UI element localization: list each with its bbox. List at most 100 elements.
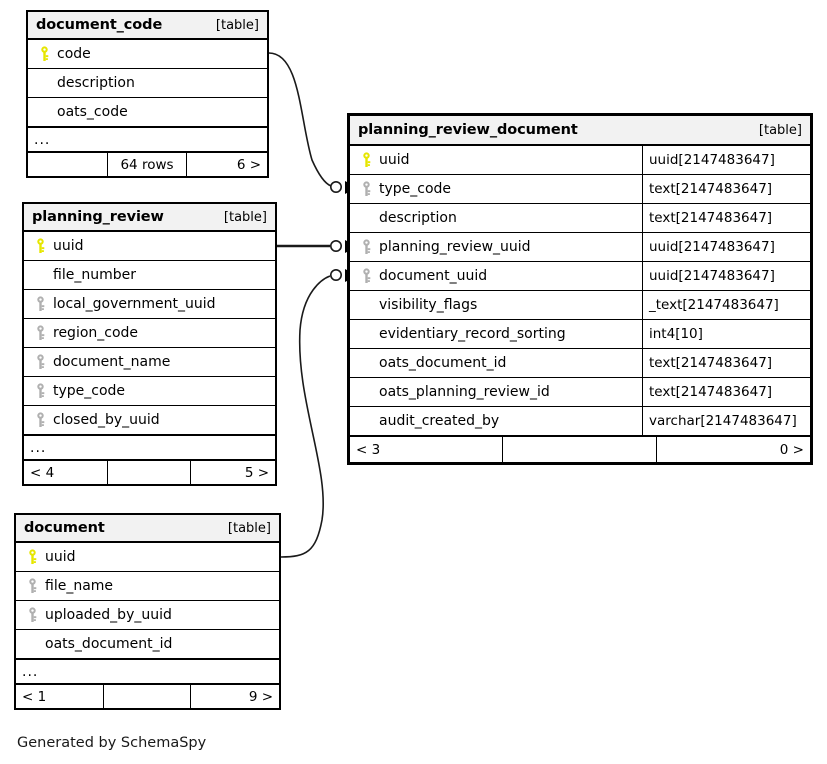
column-cell: type_code (350, 175, 643, 203)
more-columns-indicator: ... (28, 127, 267, 152)
table-row[interactable]: oats_document_id (16, 630, 279, 659)
foreign-key-icon (31, 296, 50, 312)
column-cell: visibility_flags (350, 291, 643, 319)
footer-prev-link[interactable] (28, 153, 108, 176)
table-document[interactable]: document [table] uuid (14, 513, 281, 710)
table-row[interactable]: visibility_flags _text[2147483647] (350, 291, 810, 320)
column-cell: file_name (16, 572, 279, 600)
table-row[interactable]: description (28, 69, 267, 98)
column-cell: uuid (350, 146, 643, 174)
primary-key-icon (357, 152, 376, 168)
table-row[interactable]: uuid (24, 232, 275, 261)
foreign-key-icon (23, 578, 42, 594)
column-name: audit_created_by (379, 413, 500, 429)
table-row[interactable]: type_code (24, 377, 275, 406)
table-row[interactable]: region_code (24, 319, 275, 348)
column-cell: closed_by_uuid (24, 406, 275, 434)
table-row[interactable]: local_government_uuid (24, 290, 275, 319)
column-cell: type_code (24, 377, 275, 405)
table-row[interactable]: oats_code (28, 98, 267, 127)
table-row[interactable]: uploaded_by_uuid (16, 601, 279, 630)
column-name: oats_code (57, 104, 128, 120)
column-name: uuid (53, 238, 84, 254)
column-name: file_number (53, 267, 136, 283)
column-cell: audit_created_by (350, 407, 643, 435)
footer-row-count (108, 461, 192, 484)
footer-prev-link[interactable]: < 1 (16, 685, 104, 708)
table-document-code[interactable]: document_code [table] code description (26, 10, 269, 178)
table-title: document_code (36, 17, 163, 33)
column-type: text[2147483647] (649, 210, 773, 226)
relationship-document-code-to-type-code (268, 52, 357, 194)
table-row[interactable]: document_uuid uuid[2147483647] (350, 262, 810, 291)
table-row[interactable]: description text[2147483647] (350, 204, 810, 233)
column-name: oats_document_id (45, 636, 173, 652)
column-type: uuid[2147483647] (649, 268, 775, 284)
column-cell: planning_review_uuid (350, 233, 643, 261)
foreign-key-icon (23, 607, 42, 623)
table-type-tag: [table] (758, 122, 802, 138)
column-cell: local_government_uuid (24, 290, 275, 318)
table-row[interactable]: planning_review_uuid uuid[2147483647] (350, 233, 810, 262)
column-type: text[2147483647] (649, 384, 773, 400)
column-type: text[2147483647] (649, 355, 773, 371)
table-row[interactable]: closed_by_uuid (24, 406, 275, 435)
column-cell: region_code (24, 319, 275, 347)
column-type: uuid[2147483647] (649, 152, 775, 168)
column-name: document_uuid (379, 268, 488, 284)
primary-key-icon (31, 238, 50, 254)
table-footer: 64 rows 6 > (28, 152, 267, 176)
column-cell: uuid (16, 543, 279, 571)
table-row[interactable]: document_name (24, 348, 275, 377)
column-name: uploaded_by_uuid (45, 607, 172, 623)
column-name: code (57, 46, 91, 62)
primary-key-icon (23, 549, 42, 565)
footer-next-link[interactable]: 5 > (244, 464, 270, 481)
footer-prev-link[interactable]: < 3 (350, 437, 504, 462)
column-name: description (379, 210, 457, 226)
footer-row-count: 64 rows (108, 153, 188, 176)
relationship-planning-review-to-planning-review-uuid (277, 240, 357, 253)
foreign-key-icon (31, 354, 50, 370)
footer-prev-link[interactable]: < 4 (24, 461, 108, 484)
footer-next-link[interactable]: 9 > (248, 688, 274, 705)
table-header: planning_review_document [table] (350, 116, 810, 146)
table-planning-review-document[interactable]: planning_review_document [table] uuid uu… (347, 113, 813, 465)
foreign-key-icon (357, 268, 376, 284)
table-title: planning_review_document (358, 122, 578, 138)
footer-next-link[interactable]: 6 > (236, 156, 262, 173)
table-row[interactable]: file_number (24, 261, 275, 290)
table-row[interactable]: oats_document_id text[2147483647] (350, 349, 810, 378)
footer-next-link[interactable]: 0 > (779, 441, 804, 458)
column-name: uuid (45, 549, 76, 565)
table-row[interactable]: oats_planning_review_id text[2147483647] (350, 378, 810, 407)
column-cell: document_uuid (350, 262, 643, 290)
table-type-tag: [table] (215, 17, 259, 33)
table-row[interactable]: audit_created_by varchar[2147483647] (350, 407, 810, 436)
table-row[interactable]: uuid (16, 543, 279, 572)
column-cell: description (350, 204, 643, 232)
foreign-key-icon (357, 239, 376, 255)
table-type-tag: [table] (227, 520, 271, 536)
table-title: document (24, 520, 105, 536)
table-row[interactable]: type_code text[2147483647] (350, 175, 810, 204)
column-cell: oats_document_id (350, 349, 643, 377)
column-name: region_code (53, 325, 139, 341)
column-cell: document_name (24, 348, 275, 376)
table-header: planning_review [table] (24, 204, 275, 232)
primary-key-icon (35, 46, 54, 62)
table-row[interactable]: file_name (16, 572, 279, 601)
column-type: varchar[2147483647] (649, 413, 797, 429)
relationship-document-to-document-uuid (280, 268, 357, 558)
foreign-key-icon (31, 325, 50, 341)
table-footer: < 3 0 > (350, 436, 810, 462)
table-row[interactable]: code (28, 40, 267, 69)
table-row[interactable]: uuid uuid[2147483647] (350, 146, 810, 175)
generated-by-caption: Generated by SchemaSpy (17, 735, 207, 751)
column-cell: oats_planning_review_id (350, 378, 643, 406)
column-name: document_name (53, 354, 171, 370)
footer-row-count (503, 437, 657, 462)
column-name: evidentiary_record_sorting (379, 326, 566, 342)
table-planning-review[interactable]: planning_review [table] uuid file_number (22, 202, 277, 486)
table-row[interactable]: evidentiary_record_sorting int4[10] (350, 320, 810, 349)
